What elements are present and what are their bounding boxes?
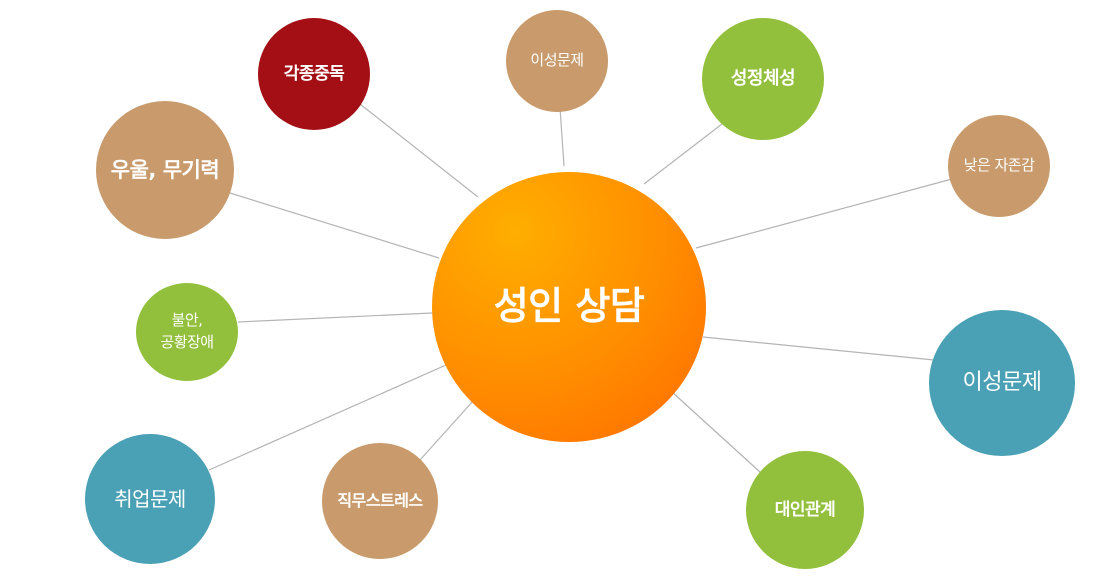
topic-node-job-stress[interactable]: 직무스트레스 <box>322 443 438 559</box>
link-career <box>208 364 447 471</box>
link-identity <box>643 123 723 185</box>
topic-label: 각종중독 <box>283 63 345 84</box>
topic-node-addiction[interactable]: 각종중독 <box>258 18 370 130</box>
topic-label: 이성문제 <box>530 51 584 70</box>
topic-node-sex-issues-right[interactable]: 이성문제 <box>929 310 1075 456</box>
topic-label: 대인관계 <box>774 499 836 520</box>
topic-label: 우울, 무기력 <box>110 157 220 182</box>
topic-node-anxiety-panic[interactable]: 불안, 공황장애 <box>136 283 238 381</box>
topic-label: 불안, 공황장애 <box>160 311 214 351</box>
link-sex-right <box>702 336 935 361</box>
link-relation <box>671 391 761 473</box>
topic-label: 낮은 자존감 <box>963 156 1035 175</box>
link-addiction <box>359 103 479 198</box>
link-stress <box>419 400 474 461</box>
topic-node-relationships[interactable]: 대인관계 <box>746 451 864 569</box>
link-depression <box>229 192 440 259</box>
topic-label: 직무스트레스 <box>337 491 423 511</box>
center-label: 성인 상담 <box>493 284 645 329</box>
topic-node-depression[interactable]: 우울, 무기력 <box>96 101 234 239</box>
topic-label: 이성문제 <box>962 370 1042 396</box>
link-esteem <box>695 178 953 249</box>
topic-node-low-self-esteem[interactable]: 낮은 자존감 <box>948 115 1050 217</box>
topic-node-gender-identity[interactable]: 성정체성 <box>702 18 824 140</box>
topic-label: 취업문제 <box>114 486 186 511</box>
link-sex-top <box>559 107 565 167</box>
topic-node-sex-issues-top[interactable]: 이성문제 <box>506 10 608 112</box>
topic-node-employment[interactable]: 취업문제 <box>85 434 215 564</box>
topic-label: 성정체성 <box>730 67 796 89</box>
center-node-adult-counseling[interactable]: 성인 상담 <box>432 172 706 442</box>
link-anxiety <box>237 312 433 323</box>
